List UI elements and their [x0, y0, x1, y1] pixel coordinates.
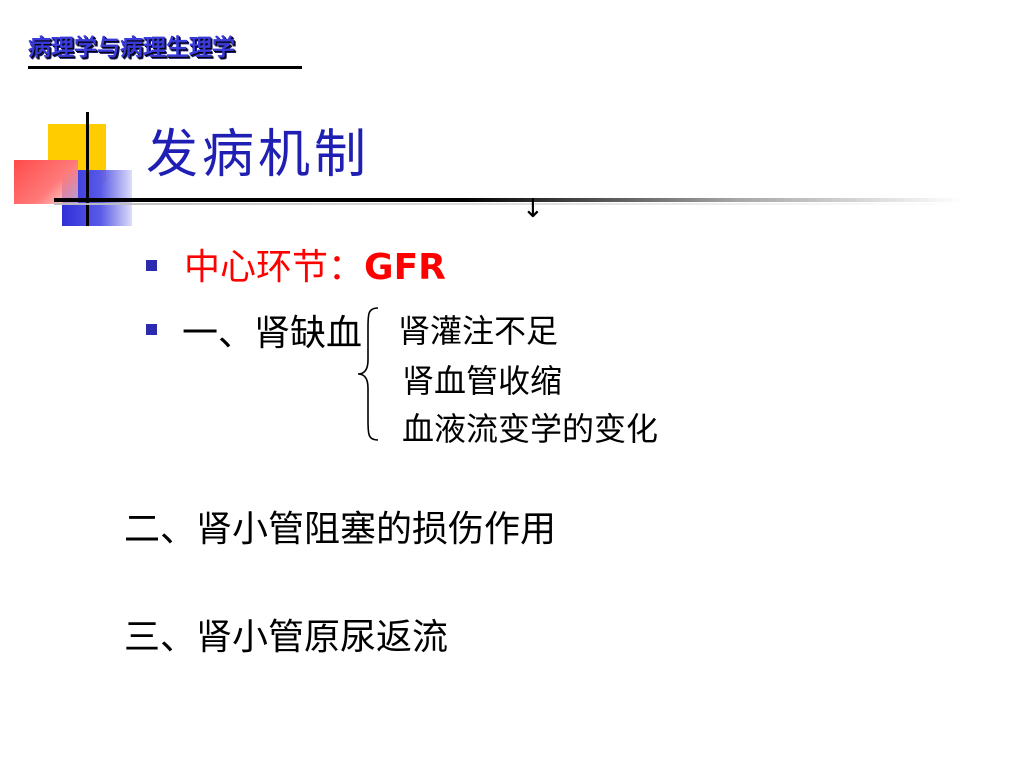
course-title: 病理学与病理生理学 — [28, 35, 235, 61]
left-brace-icon — [357, 307, 379, 441]
cause-item: 血液流变学的变化 — [402, 410, 659, 448]
course-title-underline — [28, 66, 302, 69]
cause-item: 肾灌注不足 — [398, 312, 559, 350]
point-urine-backleak: 三、肾小管原尿返流 — [124, 617, 449, 658]
decor-red-square — [14, 160, 78, 204]
slide-title: 发病机制 — [146, 125, 371, 185]
cause-item: 肾血管收缩 — [402, 362, 563, 400]
point-central-link-prefix: 中心环节： — [184, 247, 365, 288]
point-tubular-obstruction: 二、肾小管阻塞的损伤作用 — [124, 509, 557, 550]
point-central-link: 中心环节：GFR — [184, 238, 446, 290]
title-divider-line — [54, 198, 964, 202]
title-divider-shadow — [54, 203, 964, 205]
decor-vertical-line — [86, 112, 89, 226]
bullet-icon — [146, 324, 157, 335]
bullet-icon — [146, 260, 157, 271]
point-renal-ischemia: 一、肾缺血 — [182, 313, 363, 354]
down-arrow-icon: ↓ — [522, 194, 544, 224]
point-central-link-gfr: GFR — [364, 247, 446, 288]
